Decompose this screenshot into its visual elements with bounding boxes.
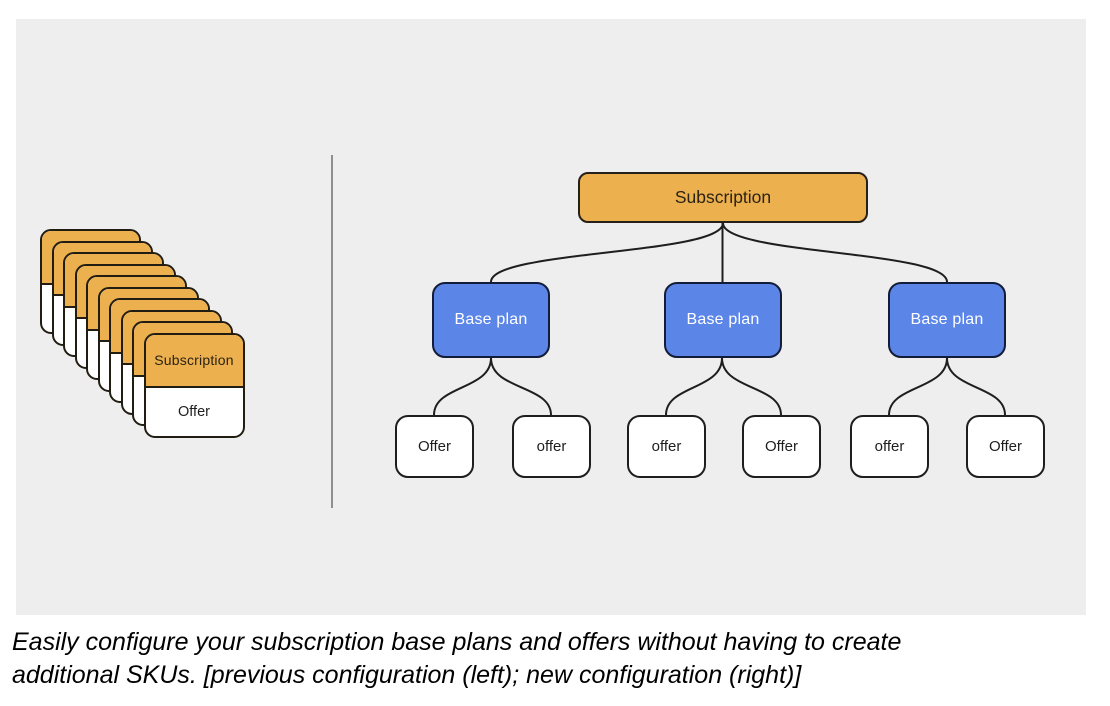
sku-card-front: Subscription Offer (143, 332, 245, 438)
divider-line (331, 155, 333, 508)
caption-line-1: Easily configure your subscription base … (12, 628, 902, 656)
base-plan-label: Base plan (686, 311, 760, 328)
sku-card-offer-label: Offer (178, 403, 210, 420)
subscription-node-label: Subscription (674, 187, 772, 207)
base-plan-label: Base plan (910, 311, 984, 328)
diagram-panel: Subscription Offer Subscription Base p (16, 19, 1086, 615)
caption-line-2: additional SKUs. [previous configuration… (12, 660, 802, 689)
offer-node-4: Offer (742, 415, 821, 478)
offer-label: offer (874, 438, 905, 455)
offer-label: Offer (988, 438, 1023, 455)
sku-card-offer-section: Offer (146, 388, 243, 435)
base-plan-node-2: Base plan (664, 282, 782, 358)
offer-node-1: Offer (395, 415, 474, 478)
offer-node-2: offer (512, 415, 591, 478)
base-plan-node-1: Base plan (432, 282, 550, 358)
base-plan-node-3: Base plan (888, 282, 1006, 358)
offer-node-3: offer (627, 415, 706, 478)
offer-label: offer (651, 438, 682, 455)
sku-card-subscription-label: Subscription (154, 352, 234, 369)
offer-node-5: offer (850, 415, 929, 478)
base-plan-label: Base plan (454, 311, 528, 328)
offer-label: offer (536, 438, 567, 455)
sku-card-subscription-section: Subscription (145, 334, 243, 389)
figure-caption: Easily configure your subscription base … (12, 626, 1092, 692)
offer-label: Offer (764, 438, 799, 455)
offer-node-6: Offer (966, 415, 1045, 478)
offer-label: Offer (417, 438, 452, 455)
tree-connector-lines (433, 222, 1006, 416)
subscription-node: Subscription (578, 172, 868, 223)
